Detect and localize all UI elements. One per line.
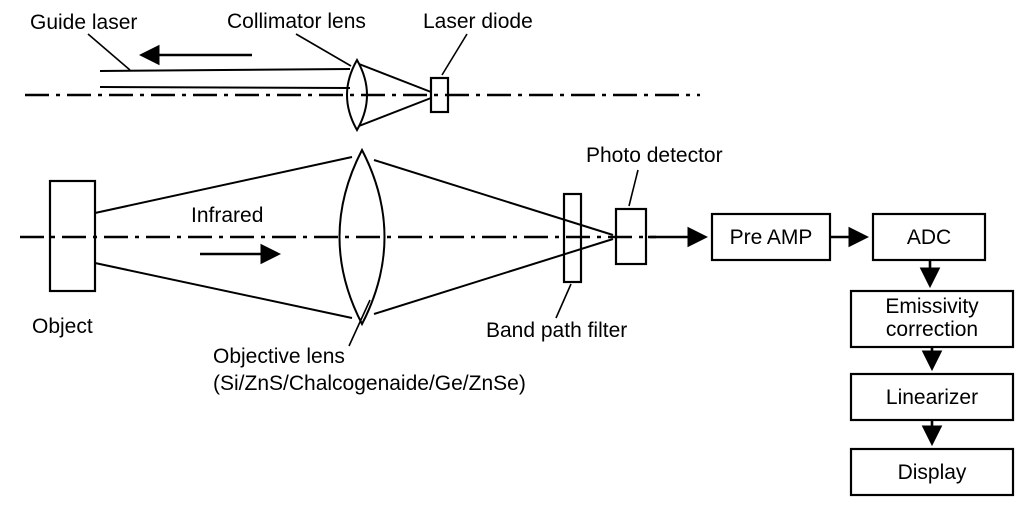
emissivity-correction-label-line2: correction [886,318,978,341]
band-path-filter-leader-line [555,283,572,319]
laser-diode-shape [429,76,450,114]
photo-detector-label: Photo detector [586,144,723,167]
infrared-label: Infrared [191,204,263,227]
guide-laser-leader-line [87,33,131,71]
collimator-lens-leader-line [295,33,352,67]
collimator-lens-shape [346,57,368,133]
emissivity-correction-label-line1: Emissivity [885,295,979,318]
laser-diode-label: Laser diode [423,10,533,33]
infrared-ray-focus-bottom [373,238,614,315]
linearizer-label: Linearizer [886,386,978,409]
objective-lens-label: Objective lens [213,345,345,368]
guide-laser-beam-top [99,68,351,72]
band-path-filter-label: Band path filter [486,319,627,342]
objective-lens-shape [338,147,386,327]
infrared-ray-object-top [94,156,353,214]
collimator-converging-ray-bottom [358,97,432,127]
laser-diode-leader-line [441,33,468,76]
display-block [849,447,1015,497]
collimator-converging-ray-top [358,63,432,93]
object-shape [48,179,97,293]
objective-lens-leader-line [348,299,371,347]
pre-amp-label: Pre AMP [730,226,813,249]
photo-detector-shape [614,207,648,266]
band-path-filter-shape [562,192,583,284]
guide-laser-beam-bottom [99,86,351,89]
photo-detector-leader-line [628,169,639,207]
adc-label: ADC [907,226,951,249]
display-label: Display [898,461,967,484]
object-label: Object [32,315,93,338]
infrared-ray-focus-top [373,159,614,236]
infrared-ray-object-bottom [94,262,353,319]
guide-laser-label: Guide laser [30,11,137,34]
guide-laser-beam [99,68,351,89]
collimator-lens-label: Collimator lens [227,10,366,33]
objective-lens-materials-label: (Si/ZnS/Chalcogenaide/Ge/ZnSe) [213,372,526,395]
